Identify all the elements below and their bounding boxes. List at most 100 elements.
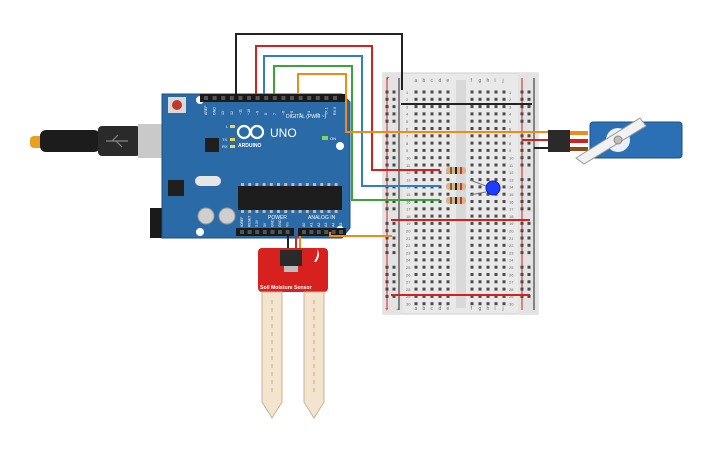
breadboard-hole[interactable]	[494, 141, 498, 145]
breadboard-hole[interactable]	[414, 90, 418, 94]
rail-hole[interactable]	[520, 148, 524, 152]
rail-hole[interactable]	[527, 156, 531, 160]
rail-hole[interactable]	[385, 207, 389, 211]
rail-hole[interactable]	[392, 207, 396, 211]
breadboard-hole[interactable]	[446, 251, 450, 255]
breadboard-hole[interactable]	[502, 273, 506, 276]
breadboard-hole[interactable]	[414, 156, 418, 160]
rail-hole[interactable]	[385, 134, 389, 138]
breadboard-hole[interactable]	[430, 97, 434, 101]
breadboard-hole[interactable]	[438, 243, 442, 247]
breadboard-hole[interactable]	[502, 243, 506, 247]
breadboard-hole[interactable]	[414, 273, 418, 276]
breadboard-hole[interactable]	[478, 200, 482, 203]
breadboard-hole[interactable]	[422, 273, 426, 276]
breadboard-hole[interactable]	[414, 287, 418, 291]
rail-hole[interactable]	[385, 200, 389, 203]
breadboard-hole[interactable]	[502, 105, 506, 109]
breadboard-hole[interactable]	[494, 258, 498, 262]
breadboard-hole[interactable]	[470, 265, 474, 269]
header-pin[interactable]	[331, 230, 336, 234]
breadboard-hole[interactable]	[494, 302, 498, 306]
rail-hole[interactable]	[392, 105, 396, 109]
breadboard-hole[interactable]	[422, 287, 426, 291]
header-pin[interactable]	[290, 96, 294, 100]
breadboard-hole[interactable]	[470, 119, 474, 123]
breadboard-hole[interactable]	[414, 163, 418, 167]
breadboard-hole[interactable]	[422, 148, 426, 152]
rail-hole[interactable]	[392, 192, 396, 196]
rail-hole[interactable]	[385, 236, 389, 240]
breadboard-hole[interactable]	[502, 127, 506, 130]
breadboard-hole[interactable]	[494, 287, 498, 291]
breadboard-hole[interactable]	[438, 236, 442, 240]
header-pin[interactable]	[285, 230, 290, 234]
breadboard-hole[interactable]	[430, 273, 434, 276]
breadboard-hole[interactable]	[430, 119, 434, 123]
rail-hole[interactable]	[520, 90, 524, 94]
header-pin[interactable]	[309, 230, 314, 234]
header-pin[interactable]	[316, 230, 321, 234]
breadboard-hole[interactable]	[502, 156, 506, 160]
breadboard-hole[interactable]	[438, 163, 442, 167]
breadboard-hole[interactable]	[502, 141, 506, 145]
header-pin[interactable]	[324, 96, 329, 100]
breadboard-hole[interactable]	[486, 287, 490, 291]
breadboard-hole[interactable]	[446, 258, 450, 262]
breadboard-hole[interactable]	[422, 112, 426, 116]
breadboard-hole[interactable]	[486, 207, 490, 211]
rail-hole[interactable]	[527, 273, 531, 276]
rail-hole[interactable]	[527, 105, 531, 109]
breadboard-hole[interactable]	[438, 221, 442, 225]
rail-hole[interactable]	[520, 273, 524, 276]
rail-hole[interactable]	[527, 90, 531, 94]
breadboard-hole[interactable]	[470, 302, 474, 306]
breadboard-hole[interactable]	[494, 243, 498, 247]
rail-hole[interactable]	[520, 287, 524, 291]
breadboard-hole[interactable]	[446, 243, 450, 247]
breadboard-hole[interactable]	[414, 141, 418, 145]
breadboard-hole[interactable]	[446, 127, 450, 130]
breadboard-hole[interactable]	[486, 243, 490, 247]
breadboard-hole[interactable]	[470, 221, 474, 225]
breadboard-hole[interactable]	[422, 265, 426, 269]
breadboard-hole[interactable]	[502, 294, 506, 298]
breadboard-hole[interactable]	[502, 265, 506, 269]
breadboard-hole[interactable]	[478, 127, 482, 130]
breadboard-hole[interactable]	[502, 170, 506, 174]
breadboard-hole[interactable]	[430, 243, 434, 247]
breadboard-hole[interactable]	[446, 156, 450, 160]
breadboard-hole[interactable]	[414, 170, 418, 174]
breadboard-hole[interactable]	[438, 265, 442, 269]
breadboard-hole[interactable]	[486, 170, 490, 174]
breadboard-hole[interactable]	[446, 265, 450, 269]
rail-hole[interactable]	[527, 163, 531, 167]
breadboard-hole[interactable]	[486, 221, 490, 225]
breadboard-hole[interactable]	[478, 251, 482, 255]
breadboard-hole[interactable]	[430, 178, 434, 182]
rail-hole[interactable]	[520, 119, 524, 123]
rail-hole[interactable]	[520, 229, 524, 233]
breadboard-hole[interactable]	[478, 294, 482, 298]
breadboard-hole[interactable]	[446, 148, 450, 152]
breadboard-hole[interactable]	[430, 280, 434, 284]
breadboard-hole[interactable]	[478, 192, 482, 196]
breadboard-hole[interactable]	[478, 273, 482, 276]
breadboard-hole[interactable]	[486, 192, 490, 196]
breadboard-hole[interactable]	[422, 302, 426, 306]
header-pin[interactable]	[307, 96, 312, 100]
breadboard-hole[interactable]	[414, 265, 418, 269]
rail-hole[interactable]	[385, 90, 389, 94]
rail-hole[interactable]	[385, 141, 389, 145]
rail-hole[interactable]	[527, 141, 531, 145]
rail-hole[interactable]	[392, 112, 396, 116]
breadboard-hole[interactable]	[438, 156, 442, 160]
rail-hole[interactable]	[385, 273, 389, 276]
breadboard-hole[interactable]	[470, 243, 474, 247]
rail-hole[interactable]	[527, 251, 531, 255]
breadboard-hole[interactable]	[430, 156, 434, 160]
breadboard-hole[interactable]	[446, 192, 450, 196]
breadboard-hole[interactable]	[422, 280, 426, 284]
breadboard-hole[interactable]	[478, 207, 482, 211]
breadboard-hole[interactable]	[486, 229, 490, 233]
